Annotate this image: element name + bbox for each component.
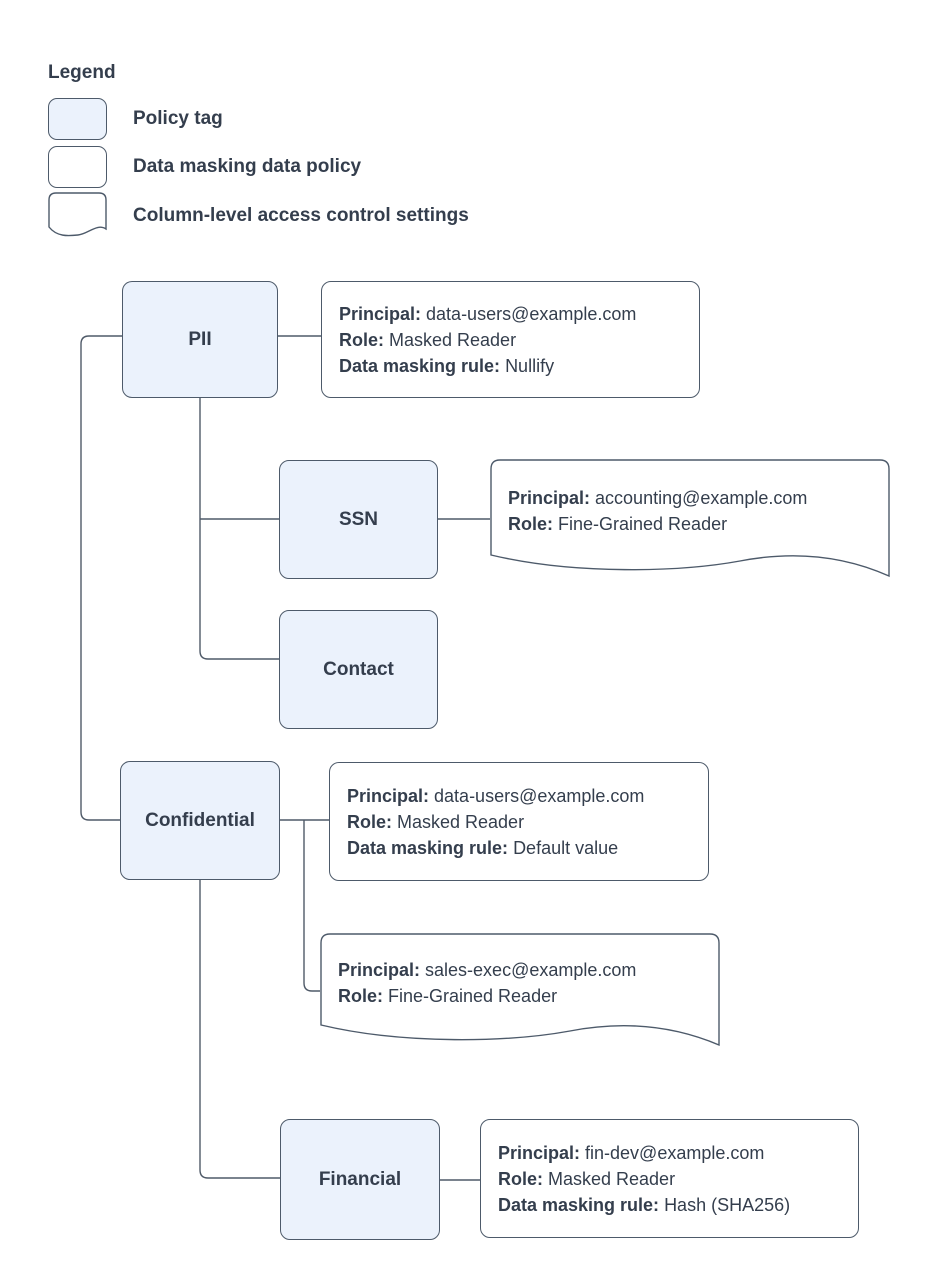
field-value: fin-dev@example.com bbox=[585, 1142, 765, 1163]
legend-item-policy-tag: Policy tag bbox=[48, 98, 223, 140]
field-label: Role: bbox=[347, 811, 392, 832]
access-doc-ssn: Principal:accounting@example.com Role:Fi… bbox=[490, 459, 890, 585]
legend-title: Legend bbox=[48, 62, 116, 83]
policy-box-confidential-masking: Principal:data-users@example.com Role:Ma… bbox=[329, 762, 709, 881]
field-label: Principal: bbox=[338, 960, 421, 980]
field-value: data-users@example.com bbox=[426, 303, 637, 324]
edge-confidential-financial bbox=[199, 880, 280, 1179]
node-label: Contact bbox=[323, 658, 394, 680]
field-label: Data masking rule: bbox=[498, 1194, 660, 1215]
field-label: Role: bbox=[339, 329, 384, 350]
policy-box-financial-masking: Principal:fin-dev@example.com Role:Maske… bbox=[480, 1119, 859, 1238]
field-label: Role: bbox=[338, 986, 383, 1006]
node-ssn: SSN bbox=[279, 460, 438, 579]
legend-label: Data masking data policy bbox=[133, 156, 362, 177]
node-pii: PII bbox=[122, 281, 278, 398]
field-value: Fine-Grained Reader bbox=[388, 986, 558, 1006]
document-swatch bbox=[48, 192, 107, 237]
field-label: Principal: bbox=[508, 488, 591, 508]
legend-label: Policy tag bbox=[133, 108, 223, 129]
data-policy-swatch bbox=[48, 146, 107, 188]
field-label: Role: bbox=[498, 1168, 543, 1189]
field-value: data-users@example.com bbox=[434, 785, 645, 806]
node-label: Financial bbox=[318, 1168, 402, 1190]
edge-pii-confidential bbox=[80, 335, 122, 821]
document-shape bbox=[490, 459, 890, 578]
field-value: Default value bbox=[513, 837, 619, 858]
document-shape bbox=[320, 933, 720, 1047]
node-financial: Financial bbox=[280, 1119, 440, 1240]
access-doc-confidential: Principal:sales-exec@example.com Role:Fi… bbox=[320, 933, 720, 1054]
field-label: Role: bbox=[508, 514, 553, 534]
field-value: sales-exec@example.com bbox=[425, 960, 637, 980]
node-label: SSN bbox=[338, 508, 379, 530]
field-value: Masked Reader bbox=[397, 811, 525, 832]
field-value: Hash (SHA256) bbox=[664, 1194, 791, 1215]
field-value: accounting@example.com bbox=[595, 488, 808, 508]
legend-label: Column-level access control settings bbox=[133, 205, 469, 226]
field-value: Masked Reader bbox=[389, 329, 517, 350]
policy-box-pii-masking: Principal:data-users@example.com Role:Ma… bbox=[321, 281, 700, 398]
node-confidential: Confidential bbox=[120, 761, 280, 880]
edge-confidential-access bbox=[303, 820, 320, 992]
edge-pii-contact bbox=[199, 398, 279, 660]
node-label: PII bbox=[188, 328, 212, 350]
field-value: Fine-Grained Reader bbox=[558, 514, 728, 534]
field-label: Principal: bbox=[347, 785, 430, 806]
legend-item-column-access: Column-level access control settings bbox=[48, 192, 469, 240]
policy-tag-swatch bbox=[48, 98, 107, 140]
legend-item-data-policy: Data masking data policy bbox=[48, 146, 361, 188]
node-contact: Contact bbox=[279, 610, 438, 729]
node-label: Confidential bbox=[145, 809, 255, 831]
field-label: Principal: bbox=[339, 303, 422, 324]
field-label: Data masking rule: bbox=[339, 355, 501, 376]
field-label: Data masking rule: bbox=[347, 837, 509, 858]
field-value: Masked Reader bbox=[548, 1168, 676, 1189]
field-value: Nullify bbox=[505, 355, 555, 376]
field-label: Principal: bbox=[498, 1142, 581, 1163]
